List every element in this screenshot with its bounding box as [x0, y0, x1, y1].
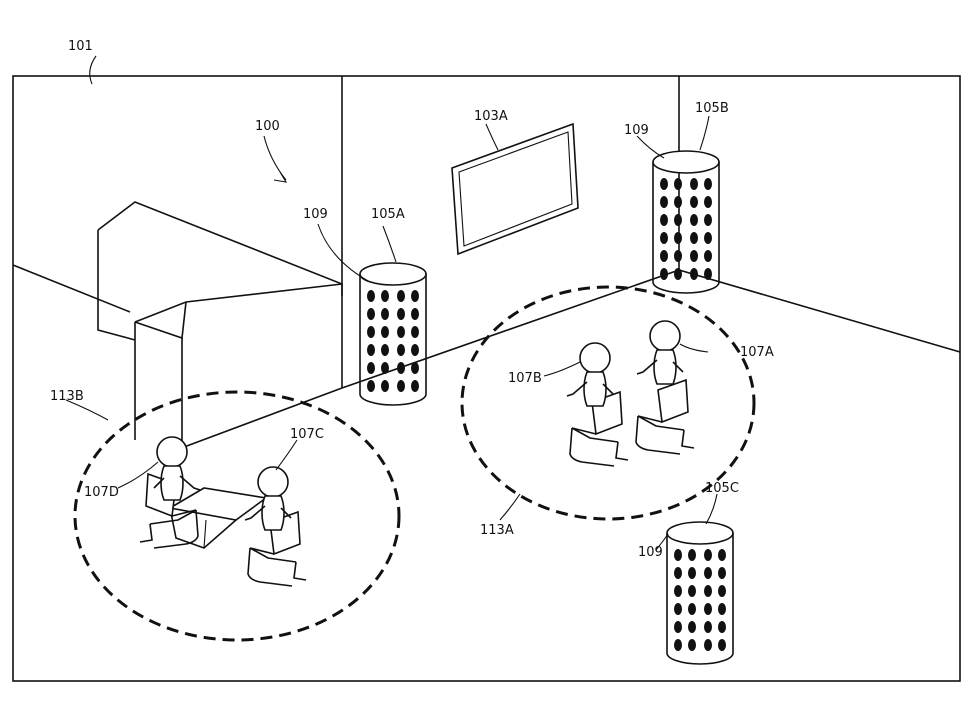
speaker-105b	[652, 150, 720, 294]
label-person-c: 107C	[290, 427, 324, 442]
label-mic-array-a: 109	[303, 207, 328, 222]
person-107c	[244, 466, 307, 587]
label-mic-array-c: 109	[638, 545, 663, 560]
speaker-105c	[666, 521, 734, 665]
label-person-a: 107A	[740, 345, 774, 360]
label-display: 103A	[474, 109, 508, 124]
zone-113b	[73, 390, 401, 642]
label-person-b: 107B	[508, 371, 542, 386]
label-person-d: 107D	[84, 485, 119, 500]
zone-113a	[460, 285, 756, 521]
reference-labels: 101 100 103A 105B 109 105A 109 107A 107B…	[50, 39, 774, 560]
label-mic-array-b: 109	[624, 123, 649, 138]
label-speaker-c: 105C	[705, 481, 739, 496]
label-zone-a: 113A	[480, 523, 514, 538]
wall-display	[451, 122, 579, 256]
person-107b	[566, 342, 629, 467]
leader-lines	[65, 55, 718, 551]
person-107d	[139, 436, 201, 549]
label-speaker-a: 105A	[371, 207, 405, 222]
label-system: 100	[255, 119, 280, 134]
label-speaker-b: 105B	[695, 101, 729, 116]
person-107a	[635, 320, 695, 455]
label-zone-b: 113B	[50, 389, 84, 404]
label-room: 101	[68, 39, 93, 54]
room-frame	[12, 75, 961, 682]
counter-partition	[97, 201, 343, 450]
speaker-105a	[359, 262, 427, 406]
